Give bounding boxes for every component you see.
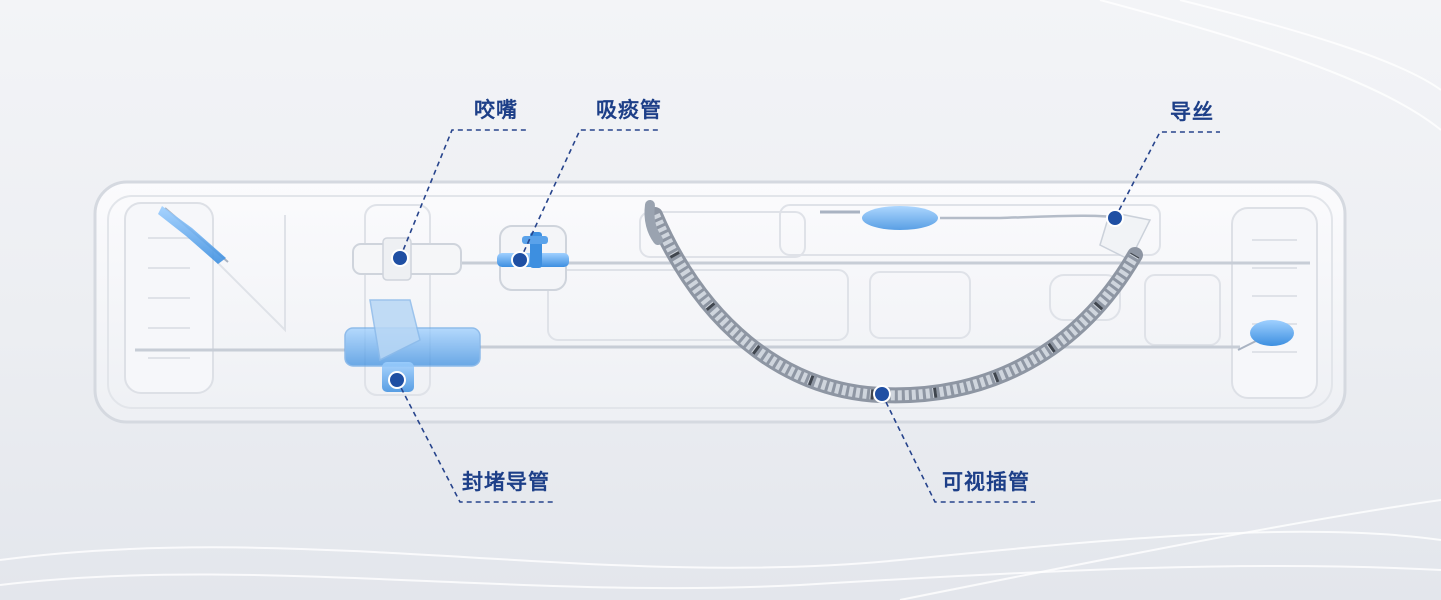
dot-stylet (1106, 209, 1124, 227)
suction-tube-part (497, 225, 569, 291)
label-stylet: 导丝 (1170, 100, 1214, 124)
label-suction-tube: 吸痰管 (596, 98, 662, 122)
label-mouthpiece: 咬嘴 (474, 98, 518, 122)
label-visual-intubation: 可视插管 (942, 470, 1030, 494)
marker-dots (388, 209, 1124, 403)
label-blocker-tube: 封堵导管 (462, 470, 550, 494)
dot-mouthpiece (391, 249, 409, 267)
main-lines (135, 261, 1310, 352)
packaging-tray (93, 180, 1347, 424)
leader-stylet (1114, 131, 1220, 219)
leader-visual-intubation (881, 393, 1035, 503)
leader-mouthpiece (399, 129, 528, 259)
dot-visual-intubation (873, 385, 891, 403)
right-blue-cuff (1237, 320, 1294, 351)
leader-blocker-tube (396, 379, 555, 503)
leader-suction-tube (519, 129, 660, 261)
dot-suction-tube (511, 251, 529, 269)
dot-blocker-tube (388, 371, 406, 389)
leader-lines (396, 129, 1220, 503)
left-blue-connector (158, 206, 229, 264)
blocker-tube-part (344, 299, 481, 392)
